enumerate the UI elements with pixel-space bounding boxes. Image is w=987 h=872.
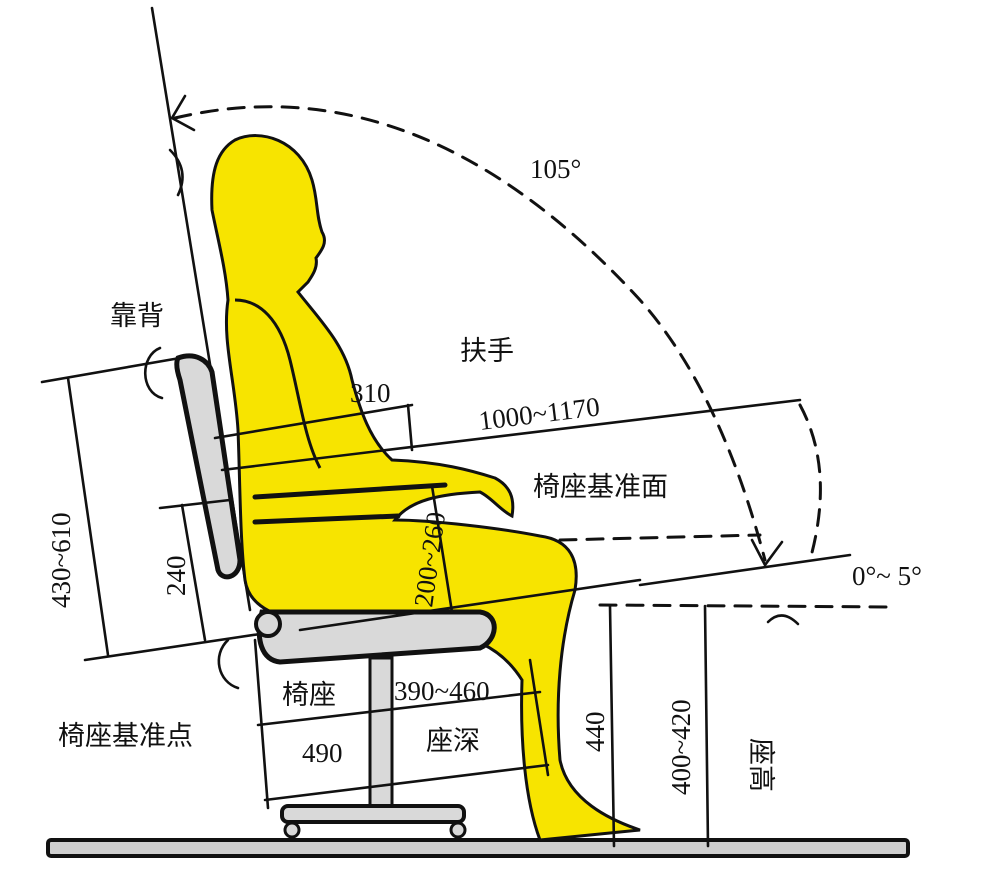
tilt-ref-line <box>638 553 852 587</box>
armrest-lower-bar <box>252 513 401 525</box>
seat-label: 椅座 <box>282 680 336 711</box>
chair-base <box>280 804 466 824</box>
seat-reference-plane-label: 椅座基准面 <box>533 472 668 503</box>
backrest-bottom-line <box>83 632 262 662</box>
lumbar-height-value: 240 <box>161 556 191 597</box>
armrest-label: 扶手 <box>460 336 514 367</box>
seat-plane-dash <box>598 603 892 609</box>
tick-310 <box>406 403 414 452</box>
seat-ref-hook <box>217 638 240 690</box>
seat-reference-point-label: 椅座基准点 <box>58 721 193 752</box>
lumbar-height-line <box>180 503 207 642</box>
armrest-length-value: 1000~1170 <box>477 391 601 436</box>
armrest-bar <box>252 482 448 500</box>
seat-length-value: 490 <box>302 738 343 768</box>
tilt-dash-arc <box>798 403 822 562</box>
seat-depth-line-1 <box>256 690 542 727</box>
angle-arrow-bottom <box>750 538 784 568</box>
backrest-height-value: 430~610 <box>46 512 76 608</box>
lumbar-top-line <box>158 498 232 510</box>
seat-cushion <box>256 609 497 665</box>
seat-tilt-line <box>298 578 642 632</box>
floor <box>46 838 910 858</box>
seat-depth-label: 座深 <box>426 726 480 757</box>
angle-tick <box>168 148 184 197</box>
seat-height-front-line <box>608 604 616 848</box>
backrest-height-line <box>66 376 110 657</box>
seat-depth-range-value: 390~460 <box>394 676 490 706</box>
caster-left <box>283 821 301 839</box>
seat-depth-right-ext <box>528 658 550 777</box>
tilt-tick <box>766 614 800 626</box>
thigh-dash-extension <box>558 533 762 542</box>
backrest-hook <box>144 346 164 400</box>
armrest-length-line <box>220 398 802 472</box>
angle-arc-105 <box>173 105 767 562</box>
seat-tilt-value: 0°~ 5° <box>852 561 922 591</box>
backrest-top-line <box>40 356 182 384</box>
arm-outline <box>234 298 322 469</box>
backrest-label: 靠背 <box>110 301 164 332</box>
seat-depth-left-ext <box>253 638 270 810</box>
caster-right <box>449 821 467 839</box>
seat-height-front-value: 440 <box>580 712 610 753</box>
backrest-pad <box>174 353 243 580</box>
backrest-armrest-value: 310 <box>350 378 391 408</box>
armrest-height-line <box>430 484 454 614</box>
seat-depth-line-2 <box>263 763 550 802</box>
backrest-angle-value: 105° <box>530 154 581 184</box>
angle-arrow-top <box>170 94 196 132</box>
seat-reference-circle <box>254 610 282 638</box>
seat-height-range-value: 400~420 <box>666 699 696 795</box>
shoulder-line <box>213 403 414 440</box>
seat-height-range-line <box>703 604 710 848</box>
seat-height-label: 座高 <box>745 738 776 792</box>
